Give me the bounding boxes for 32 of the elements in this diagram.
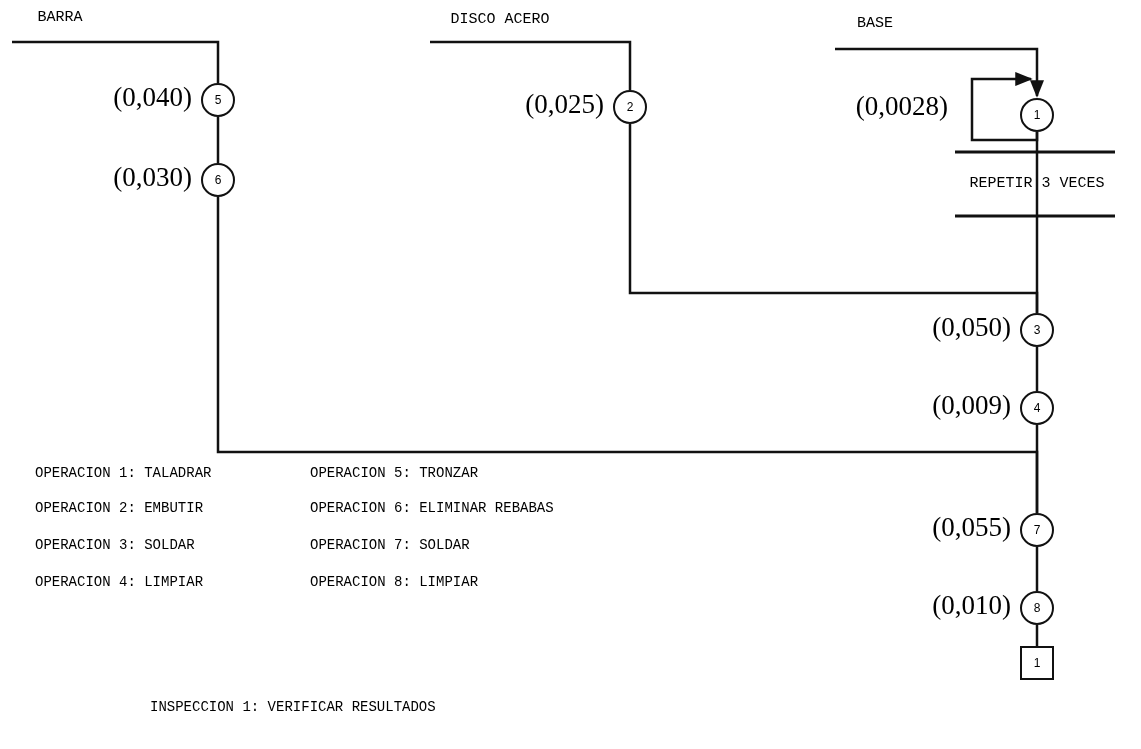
material-label: BASE (835, 12, 915, 49)
repeat-note: REPETIR 3 VECES (969, 176, 1105, 191)
legend-text: OPERACION 1: TALADRAR (35, 466, 212, 480)
arrow (970, 72, 1039, 142)
time-value: (0,0028) (855, 93, 948, 120)
time-value: (0,010) (932, 592, 1011, 619)
time-value: (0,009) (932, 392, 1011, 419)
legend-text: OPERACION 4: LIMPIAR (35, 575, 204, 589)
time-value: (0,025) (525, 91, 604, 118)
legend-text: OPERACION 2: EMBUTIR (35, 501, 204, 515)
legend-text: OPERACION 7: SOLDAR (310, 538, 470, 552)
time-value: (0,055) (932, 514, 1011, 541)
time-value: (0,050) (932, 314, 1011, 341)
time-value: (0,030) (113, 164, 192, 191)
flow-line (12, 40, 220, 83)
inspection-square: 1 (1020, 646, 1054, 680)
arrow (835, 47, 1044, 98)
legend-text: OPERACION 6: ELIMINAR REBABAS (310, 501, 554, 515)
legend-text: OPERACION 3: SOLDAR (35, 538, 195, 552)
flow-line (1035, 132, 1039, 313)
legend-text: OPERACION 5: TRONZAR (310, 466, 479, 480)
material-label: BARRA (12, 6, 108, 42)
flow-line (1035, 425, 1039, 513)
time-value: (0,040) (113, 84, 192, 111)
legend-text: OPERACION 8: LIMPIAR (310, 575, 479, 589)
flow-line (1035, 625, 1039, 646)
flow-line (430, 40, 632, 90)
legend-text: INSPECCION 1: VERIFICAR RESULTADOS (150, 700, 436, 714)
material-label: DISCO ACERO (430, 8, 570, 42)
flow-line (1035, 547, 1039, 591)
flow-line (216, 117, 220, 163)
flow-line (1035, 347, 1039, 391)
